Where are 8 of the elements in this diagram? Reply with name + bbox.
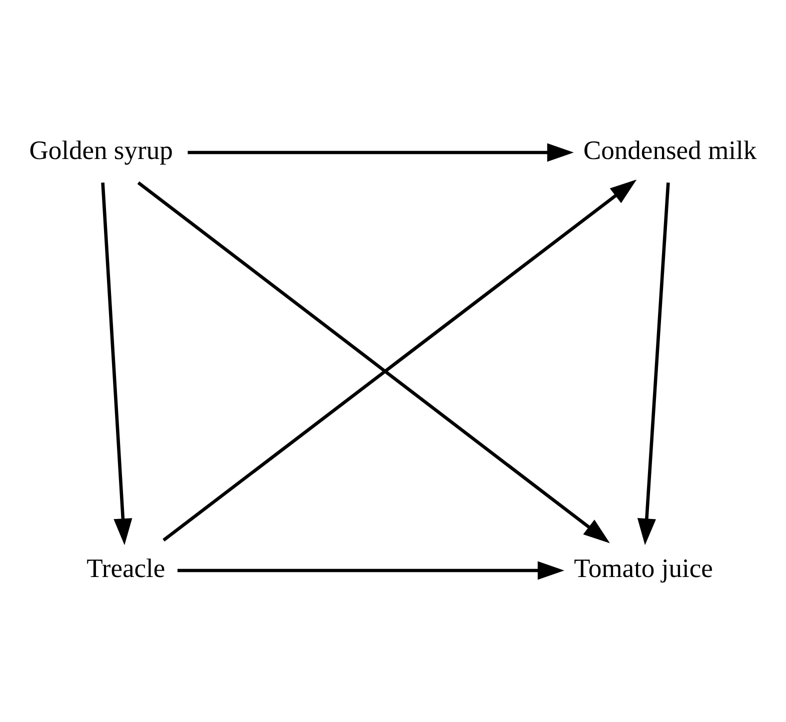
arrow [101, 182, 132, 545]
node-text: Tomato juice [574, 552, 713, 582]
node-text: Treacle [86, 552, 166, 582]
arrow [188, 142, 574, 162]
arrow [637, 182, 670, 545]
node-text: Condensed milk [583, 134, 757, 164]
node-text: Golden syrup [29, 134, 173, 164]
arrow [178, 560, 564, 580]
